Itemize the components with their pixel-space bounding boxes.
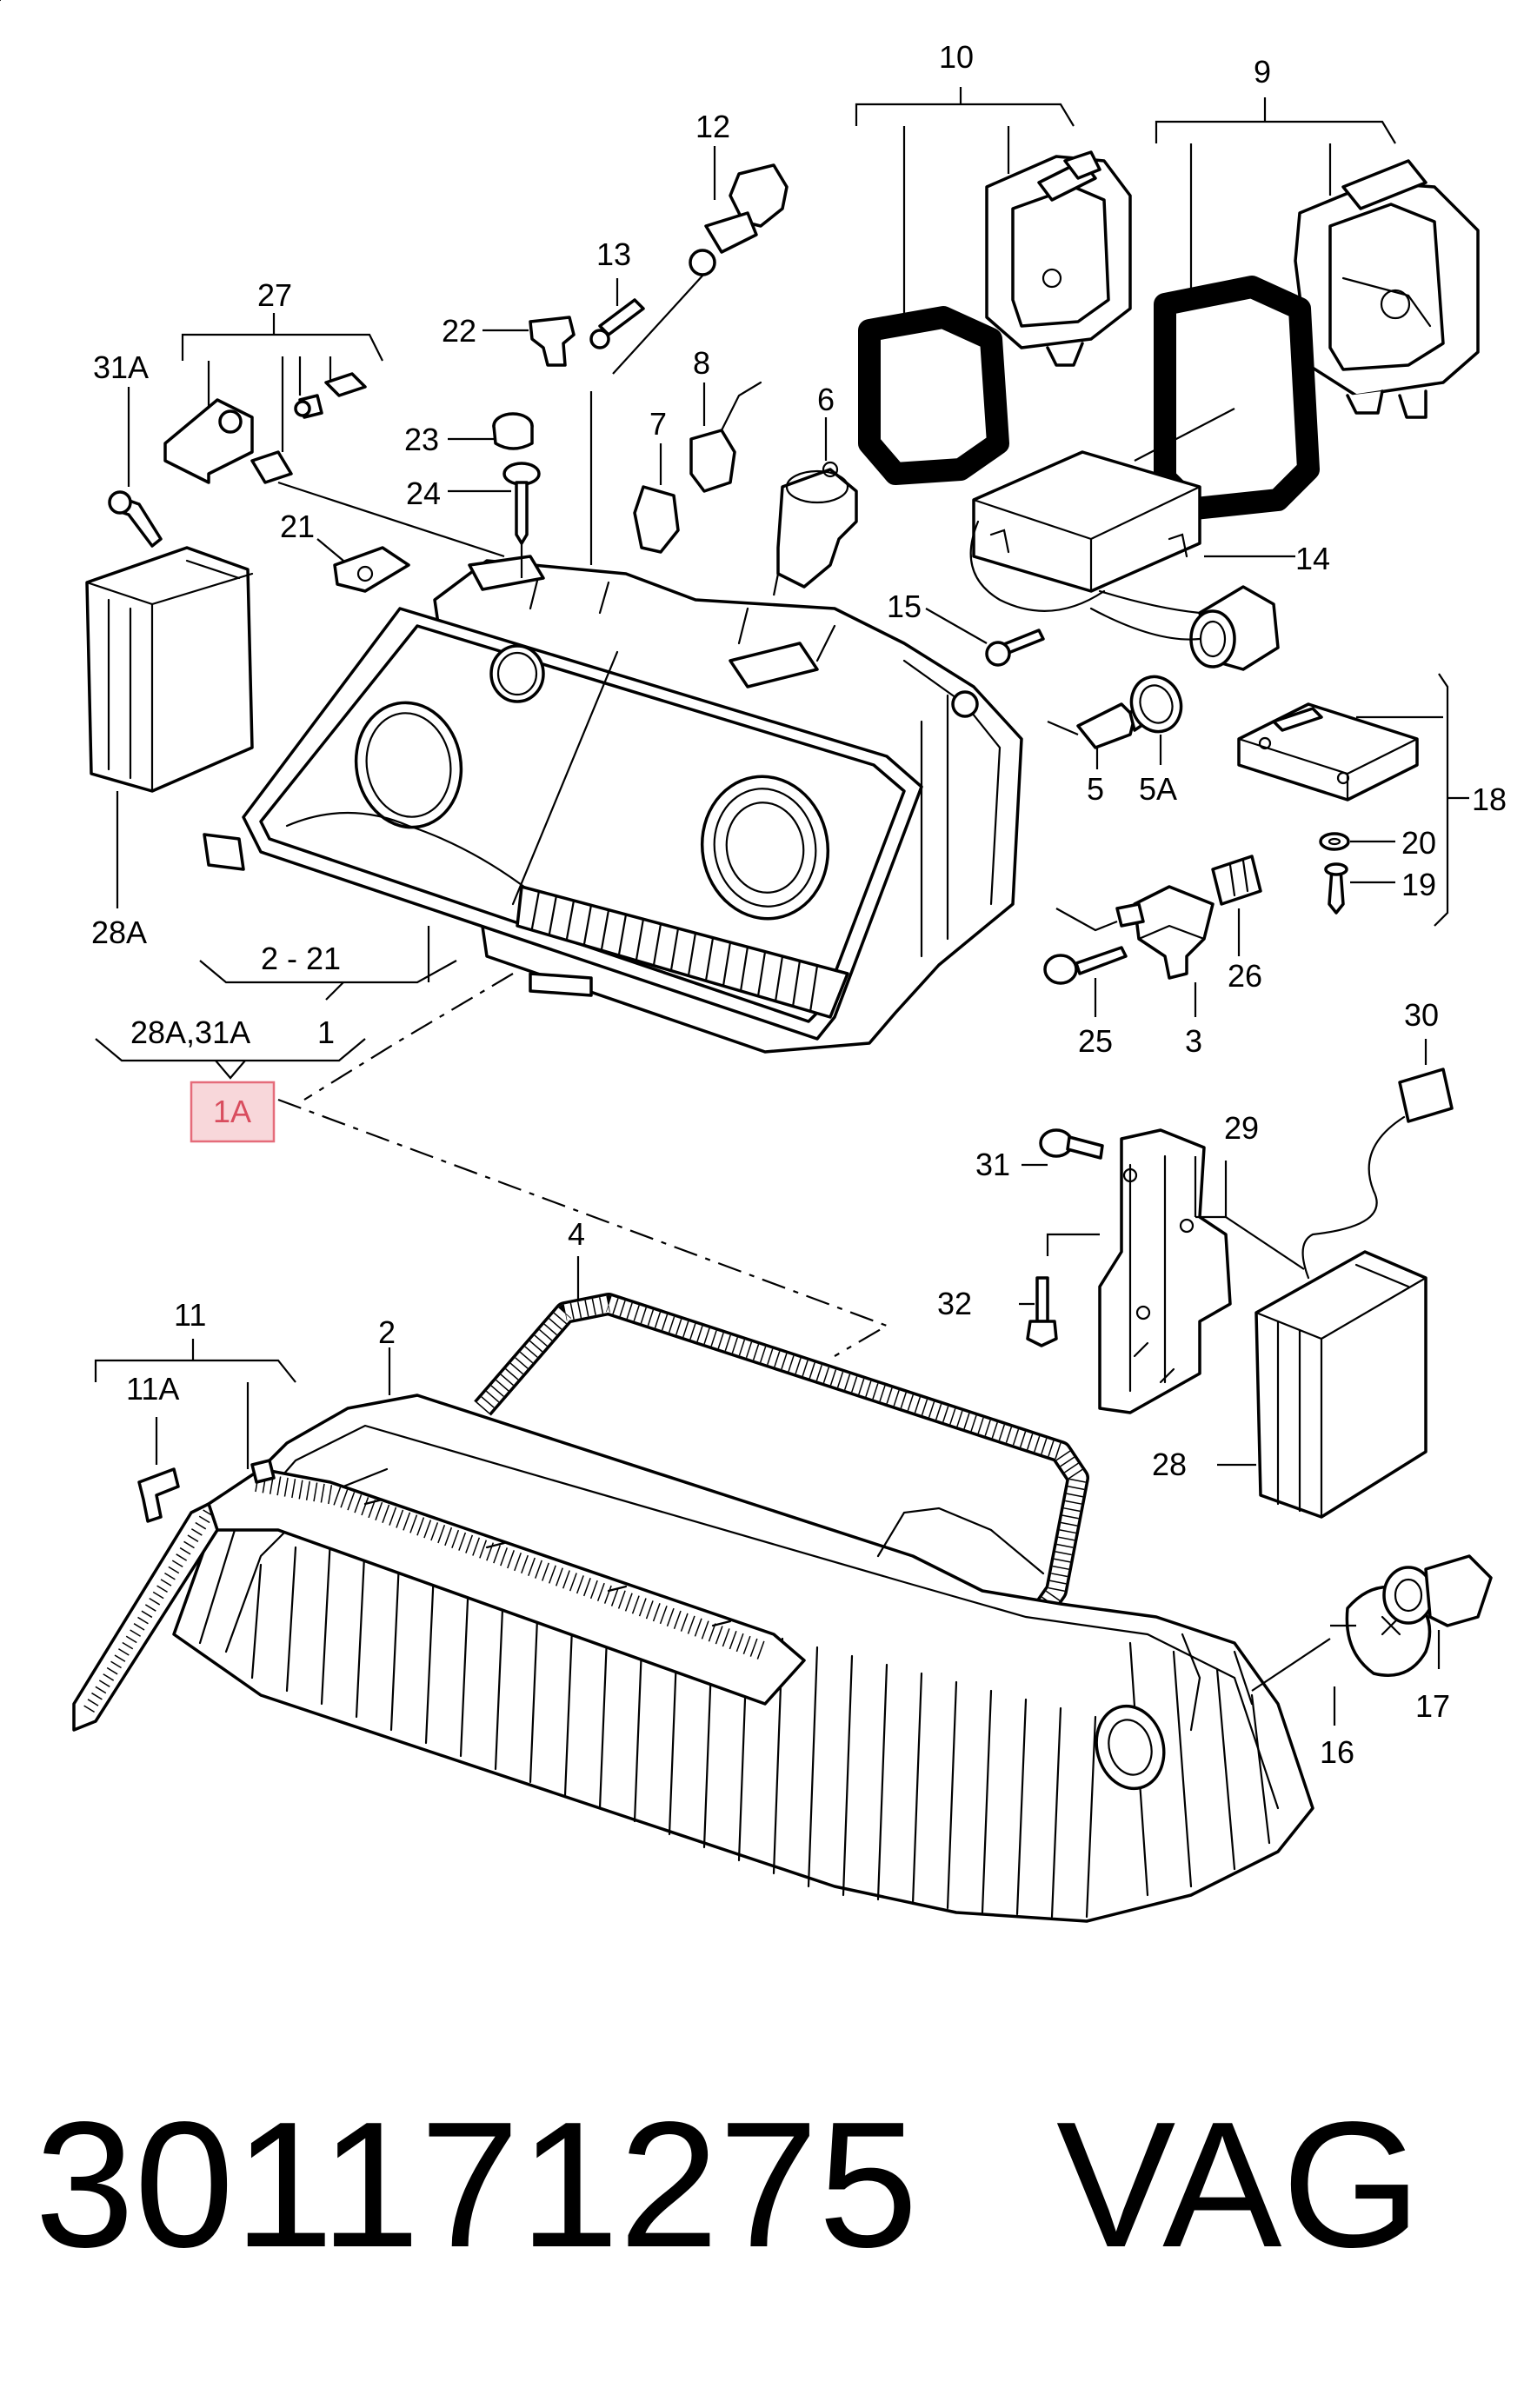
callout-15: 15: [887, 589, 922, 624]
callout-1: 1: [317, 1014, 335, 1050]
callout-6: 6: [817, 382, 835, 417]
screw-31A: [108, 387, 163, 548]
screw-31: [1022, 1128, 1104, 1167]
bracket-29: [1098, 1128, 1232, 1414]
callout-10: 10: [939, 39, 974, 75]
brand-name: VAG: [1056, 2085, 1421, 2285]
callout-2: 2: [378, 1314, 396, 1350]
callout-labels: 10 9 12 13 27 22 31A 8 6 7 23 24 21 14 1…: [91, 39, 1507, 1770]
callout-20: 20: [1401, 825, 1436, 861]
callout-2-21: 2 - 21: [261, 941, 341, 976]
gasket-9: [1154, 276, 1320, 520]
cap-10: [855, 87, 1132, 367]
module-18: [1237, 673, 1469, 927]
callout-13: 13: [596, 236, 631, 272]
headlight-housing: [203, 555, 1023, 1054]
screw-13: [589, 278, 645, 349]
callout-12: 12: [695, 109, 730, 144]
clip-11A: [137, 1417, 180, 1523]
screw-24: [448, 462, 541, 578]
callout-26: 26: [1228, 958, 1262, 994]
bulb-12: [589, 146, 789, 565]
screw-32: [1019, 1233, 1100, 1347]
cap-9: [1155, 97, 1480, 419]
callout-32: 32: [937, 1286, 972, 1321]
callout-19: 19: [1401, 867, 1436, 902]
callout-7: 7: [649, 406, 667, 442]
callout-5: 5: [1087, 771, 1104, 807]
wire-30: [1301, 1039, 1454, 1280]
screw-19: [1324, 862, 1395, 915]
bulb-7: [0, 0, 680, 554]
callout-14: 14: [1295, 541, 1330, 576]
callout-28A: 28A: [91, 915, 147, 950]
bulb-holder-8: [689, 381, 762, 493]
ring-5A: [1129, 675, 1183, 765]
seal-strip-11: [72, 1339, 806, 1732]
callout-11: 11: [174, 1297, 206, 1333]
callout-28A-31A: 28A,31A: [130, 1014, 250, 1050]
control-module-28A: [85, 546, 254, 908]
callout-9: 9: [1254, 54, 1271, 90]
socket-17: [1382, 1554, 1493, 1669]
part-number: 301171275: [35, 2085, 918, 2285]
callout-22: 22: [442, 313, 476, 349]
highlight-box-1A: [190, 1081, 276, 1143]
control-module-28: [1217, 1216, 1428, 1519]
bulb-6-h4: [772, 417, 858, 596]
callout-31: 31: [975, 1147, 1010, 1182]
callout-17: 17: [1415, 1688, 1450, 1724]
screw-25: [1043, 946, 1128, 1017]
gasket-4: [474, 1256, 1089, 1641]
callout-16: 16: [1320, 1734, 1354, 1770]
clip-22: [482, 316, 576, 367]
callout-23: 23: [404, 422, 439, 457]
bracket-27: [163, 313, 383, 484]
callout-21: 21: [280, 509, 315, 544]
connector-socket: [1089, 585, 1280, 671]
gasket-10: [858, 306, 1009, 485]
callout-3: 3: [1185, 1023, 1202, 1059]
callout-18: 18: [1472, 782, 1507, 817]
callout-25: 25: [1078, 1023, 1113, 1059]
washer-20: [1319, 832, 1395, 851]
connector-26: [1211, 855, 1262, 956]
ballast-14: [969, 408, 1295, 612]
callout-1A: 1A: [213, 1094, 251, 1129]
nut-23: [448, 412, 534, 450]
callout-30: 30: [1404, 997, 1439, 1033]
assembly-brackets: [95, 926, 457, 1080]
callout-28: 28: [1152, 1447, 1187, 1482]
callout-8: 8: [693, 345, 710, 381]
callout-29: 29: [1224, 1110, 1259, 1146]
assembly-dash-line-upper: [303, 973, 514, 1101]
motor-3: [1055, 885, 1215, 1017]
callout-11A: 11A: [126, 1371, 179, 1407]
callout-5A: 5A: [1139, 771, 1177, 807]
clip-21: [316, 538, 410, 593]
callout-31A: 31A: [93, 349, 149, 385]
screw-15: [925, 608, 1045, 667]
callout-24: 24: [406, 476, 441, 511]
lens-ribs: [250, 1537, 1271, 1919]
callout-4: 4: [568, 1216, 585, 1252]
callout-27: 27: [257, 277, 292, 313]
